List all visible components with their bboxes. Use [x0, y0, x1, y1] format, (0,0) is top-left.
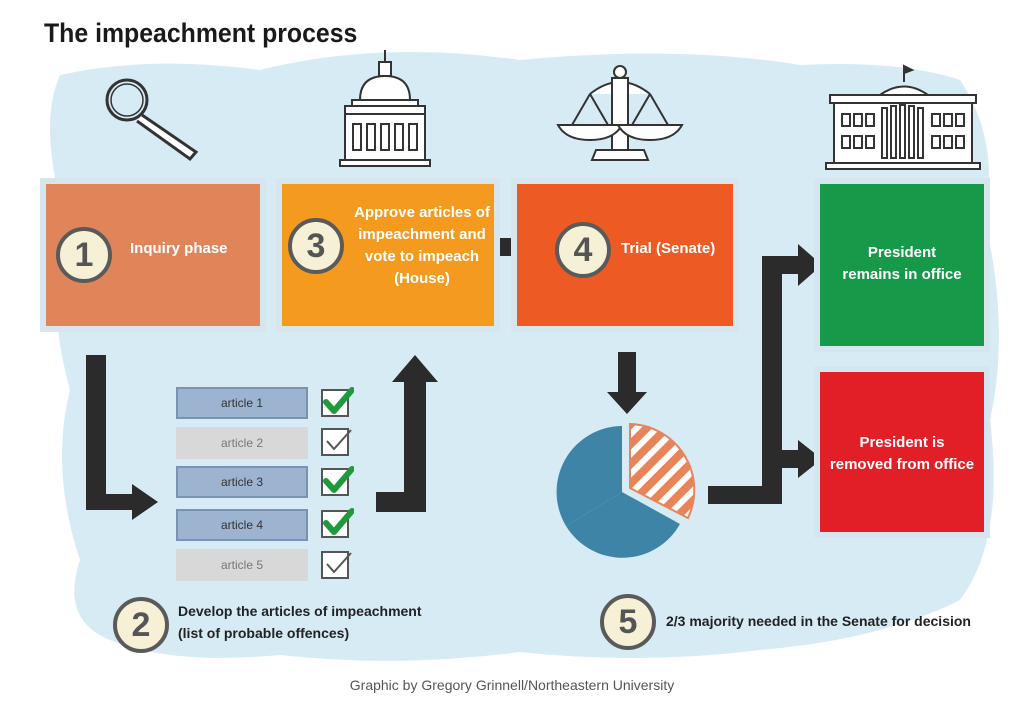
article-item-3: article 3 [176, 466, 308, 498]
outcome-removed-line-2: removed from office [829, 456, 975, 473]
step-5-label: 2/3 majority needed in the Senate for de… [666, 613, 971, 629]
step-5-number: 5 [600, 594, 656, 650]
checkbox-icon [321, 428, 352, 456]
step-1-number: 1 [56, 227, 112, 283]
step-2-number: 2 [113, 597, 169, 653]
step-2-line-2: (list of probable offences) [178, 625, 350, 641]
page-title: The impeachment process [44, 18, 358, 48]
outcome-remains-line-1: President [867, 244, 937, 261]
step-3-line-4: (House) [394, 270, 450, 287]
step-1-label: Inquiry phase [130, 240, 228, 257]
step-3-line-3: vote to impeach [364, 248, 480, 265]
step-4-number: 4 [555, 222, 611, 278]
scales-icon [556, 65, 684, 161]
outcome-remains-line-2: remains in office [842, 266, 962, 283]
arrow-1-to-2 [86, 355, 158, 520]
article-item-2: article 2 [176, 427, 308, 459]
checkbox-icon [321, 508, 354, 538]
outcome-removed-line-1: President is [859, 434, 945, 451]
step-3-number: 3 [288, 218, 344, 274]
arrow-2-to-3 [376, 355, 438, 512]
step-4-box: Trial (Senate) [511, 178, 739, 332]
step-4-label: Trial (Senate) [621, 240, 716, 257]
arrow-to-outcomes [708, 244, 822, 504]
article-item-1: article 1 [176, 387, 308, 419]
pie-slice-majority [556, 426, 622, 526]
arrow-4-to-pie [607, 352, 647, 414]
outcome-remains-label: President remains in office [820, 242, 984, 286]
article-item-4: article 4 [176, 509, 308, 541]
step-3-label: Approve articles of impeachment and vote… [354, 202, 490, 290]
image-credit: Graphic by Gregory Grinnell/Northeastern… [349, 677, 675, 693]
step-2-line-1: Develop the articles of impeachment [178, 603, 422, 619]
checkbox-icon [321, 466, 354, 496]
step-2-label: Develop the articles of impeachment (lis… [178, 600, 478, 644]
checkbox-icon [321, 551, 352, 579]
step-3-line-1: Approve articles of [354, 204, 490, 221]
step-3-line-2: impeachment and [358, 226, 486, 243]
pie-chart-icon [556, 422, 696, 558]
checkbox-icon [321, 387, 354, 417]
outcome-removed-label: President is removed from office [820, 432, 984, 476]
capitol-icon [339, 50, 431, 167]
magnifier-icon [105, 78, 199, 162]
pie-slice-hatched [629, 422, 696, 520]
white-house-icon [825, 64, 981, 170]
outcome-remains-box: President remains in office [814, 178, 990, 352]
outcome-removed-box: President is removed from office [814, 366, 990, 538]
pie-slice-remaining [566, 492, 680, 558]
article-item-5: article 5 [176, 549, 308, 581]
